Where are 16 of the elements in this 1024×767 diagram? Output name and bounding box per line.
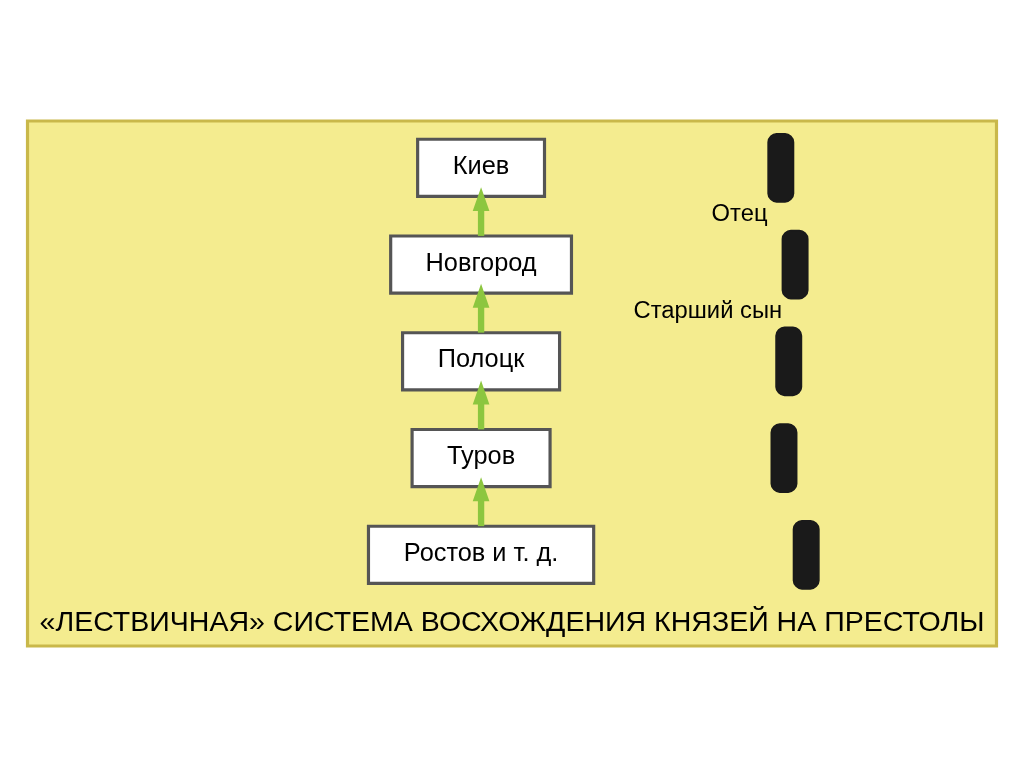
node-box: Ростов и т. д. (366, 524, 596, 585)
node-box: Новгород (389, 234, 574, 295)
arrow (472, 283, 490, 333)
node-person (767, 132, 795, 203)
node-label: Старший сын (633, 295, 783, 323)
node-label: Отец (711, 198, 768, 226)
node-person (781, 229, 809, 300)
node-person (770, 423, 798, 493)
node-box: Туров (410, 427, 552, 489)
arrow (472, 477, 490, 527)
node-person (775, 326, 803, 397)
arrow (472, 380, 490, 430)
node-person (792, 519, 820, 590)
node-box: Полоцк (401, 331, 562, 392)
node-box: Киев (416, 137, 547, 198)
arrow (472, 187, 490, 236)
